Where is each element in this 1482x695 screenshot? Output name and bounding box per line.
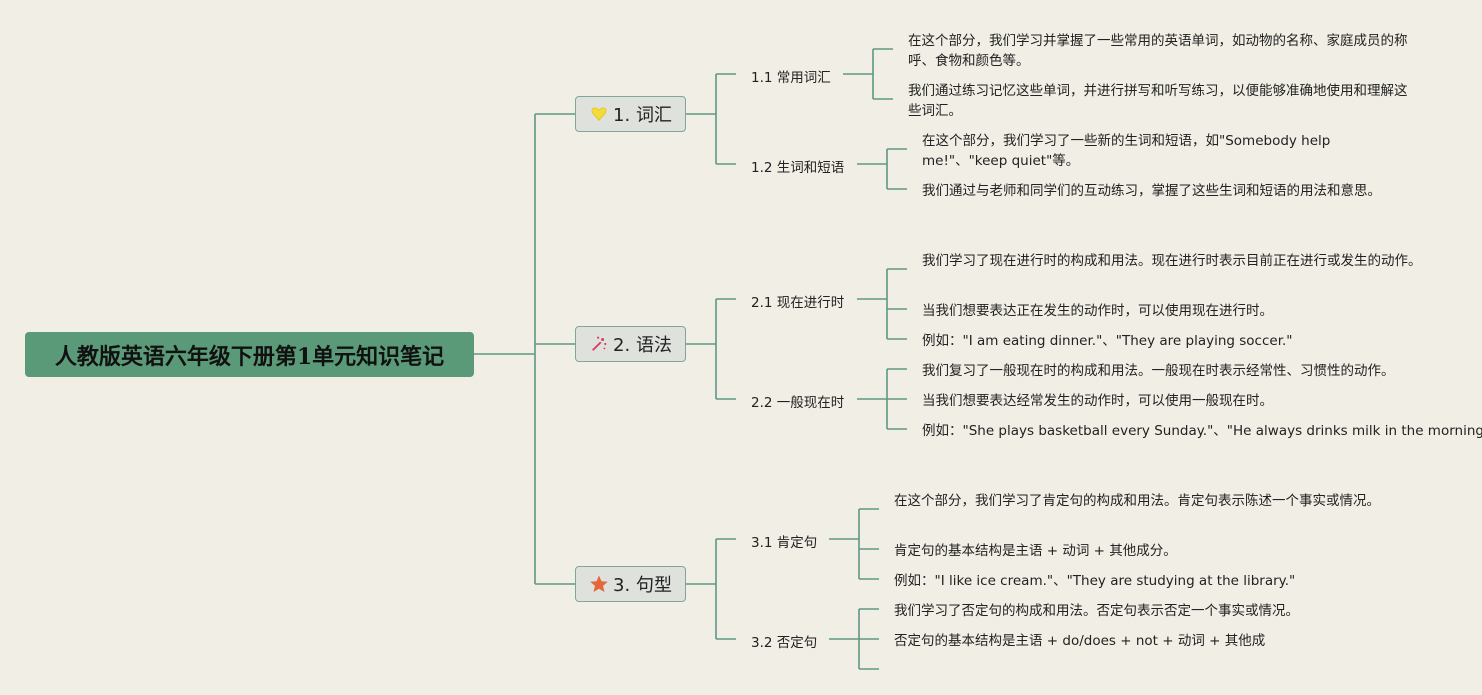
star-icon bbox=[589, 574, 609, 594]
branch-label: 1. 词汇 bbox=[613, 105, 672, 126]
leaf-note[interactable]: 我们学习了现在进行时的构成和用法。现在进行时表示目前正在进行或发生的动作。 bbox=[922, 253, 1422, 269]
branch-sentence-patterns[interactable]: 3. 句型 bbox=[575, 566, 686, 602]
subtopic-negative[interactable]: 3.2 否定句 bbox=[751, 635, 818, 651]
leaf-note[interactable]: 例如："I like ice cream."、"They are studyin… bbox=[894, 573, 1296, 589]
leaf-note[interactable]: 在这个部分，我们学习了一些新的生词和短语，如"Somebody help me!… bbox=[922, 133, 1331, 169]
subtopic-affirmative[interactable]: 3.1 肯定句 bbox=[751, 535, 818, 551]
branch-label: 3. 句型 bbox=[613, 575, 672, 596]
leaf-note[interactable]: 当我们想要表达正在发生的动作时，可以使用现在进行时。 bbox=[922, 303, 1273, 319]
root-title: 人教版英语六年级下册第1单元知识笔记 bbox=[54, 343, 445, 370]
subtopic-new-words-phrases[interactable]: 1.2 生词和短语 bbox=[751, 160, 845, 176]
leaf-note[interactable]: 否定句的基本结构是主语 + do/does + not + 动词 + 其他成 bbox=[894, 633, 1266, 649]
subtopic-simple-present[interactable]: 2.2 一般现在时 bbox=[751, 395, 845, 411]
subtopic-common-words[interactable]: 1.1 常用词汇 bbox=[751, 70, 831, 86]
leaf-note[interactable]: 在这个部分，我们学习了肯定句的构成和用法。肯定句表示陈述一个事实或情况。 bbox=[894, 493, 1380, 509]
sparkles-icon bbox=[589, 334, 609, 354]
leaf-note[interactable]: 我们通过练习记忆这些单词，并进行拼写和听写练习，以便能够准确地使用和理解这些词汇… bbox=[908, 83, 1408, 119]
leaf-note[interactable]: 例如："She plays basketball every Sunday."、… bbox=[922, 423, 1482, 439]
root-topic[interactable]: 人教版英语六年级下册第1单元知识笔记 bbox=[25, 332, 474, 377]
leaf-note[interactable]: 我们复习了一般现在时的构成和用法。一般现在时表示经常性、习惯性的动作。 bbox=[922, 363, 1395, 379]
leaf-note[interactable]: 肯定句的基本结构是主语 + 动词 + 其他成分。 bbox=[894, 543, 1177, 559]
heart-icon bbox=[589, 104, 609, 124]
branch-vocabulary[interactable]: 1. 词汇 bbox=[575, 96, 686, 132]
leaf-note[interactable]: 在这个部分，我们学习并掌握了一些常用的英语单词，如动物的名称、家庭成员的称呼、食… bbox=[908, 33, 1408, 69]
leaf-note[interactable]: 我们学习了否定句的构成和用法。否定句表示否定一个事实或情况。 bbox=[894, 603, 1299, 619]
leaf-note[interactable]: 我们通过与老师和同学们的互动练习，掌握了这些生词和短语的用法和意思。 bbox=[922, 183, 1381, 199]
branch-grammar[interactable]: 2. 语法 bbox=[575, 326, 686, 362]
leaf-note[interactable]: 例如："I am eating dinner."、"They are playi… bbox=[922, 333, 1293, 349]
leaf-note[interactable]: 当我们想要表达经常发生的动作时，可以使用一般现在时。 bbox=[922, 393, 1273, 409]
branch-label: 2. 语法 bbox=[613, 335, 672, 356]
subtopic-present-continuous[interactable]: 2.1 现在进行时 bbox=[751, 295, 845, 311]
